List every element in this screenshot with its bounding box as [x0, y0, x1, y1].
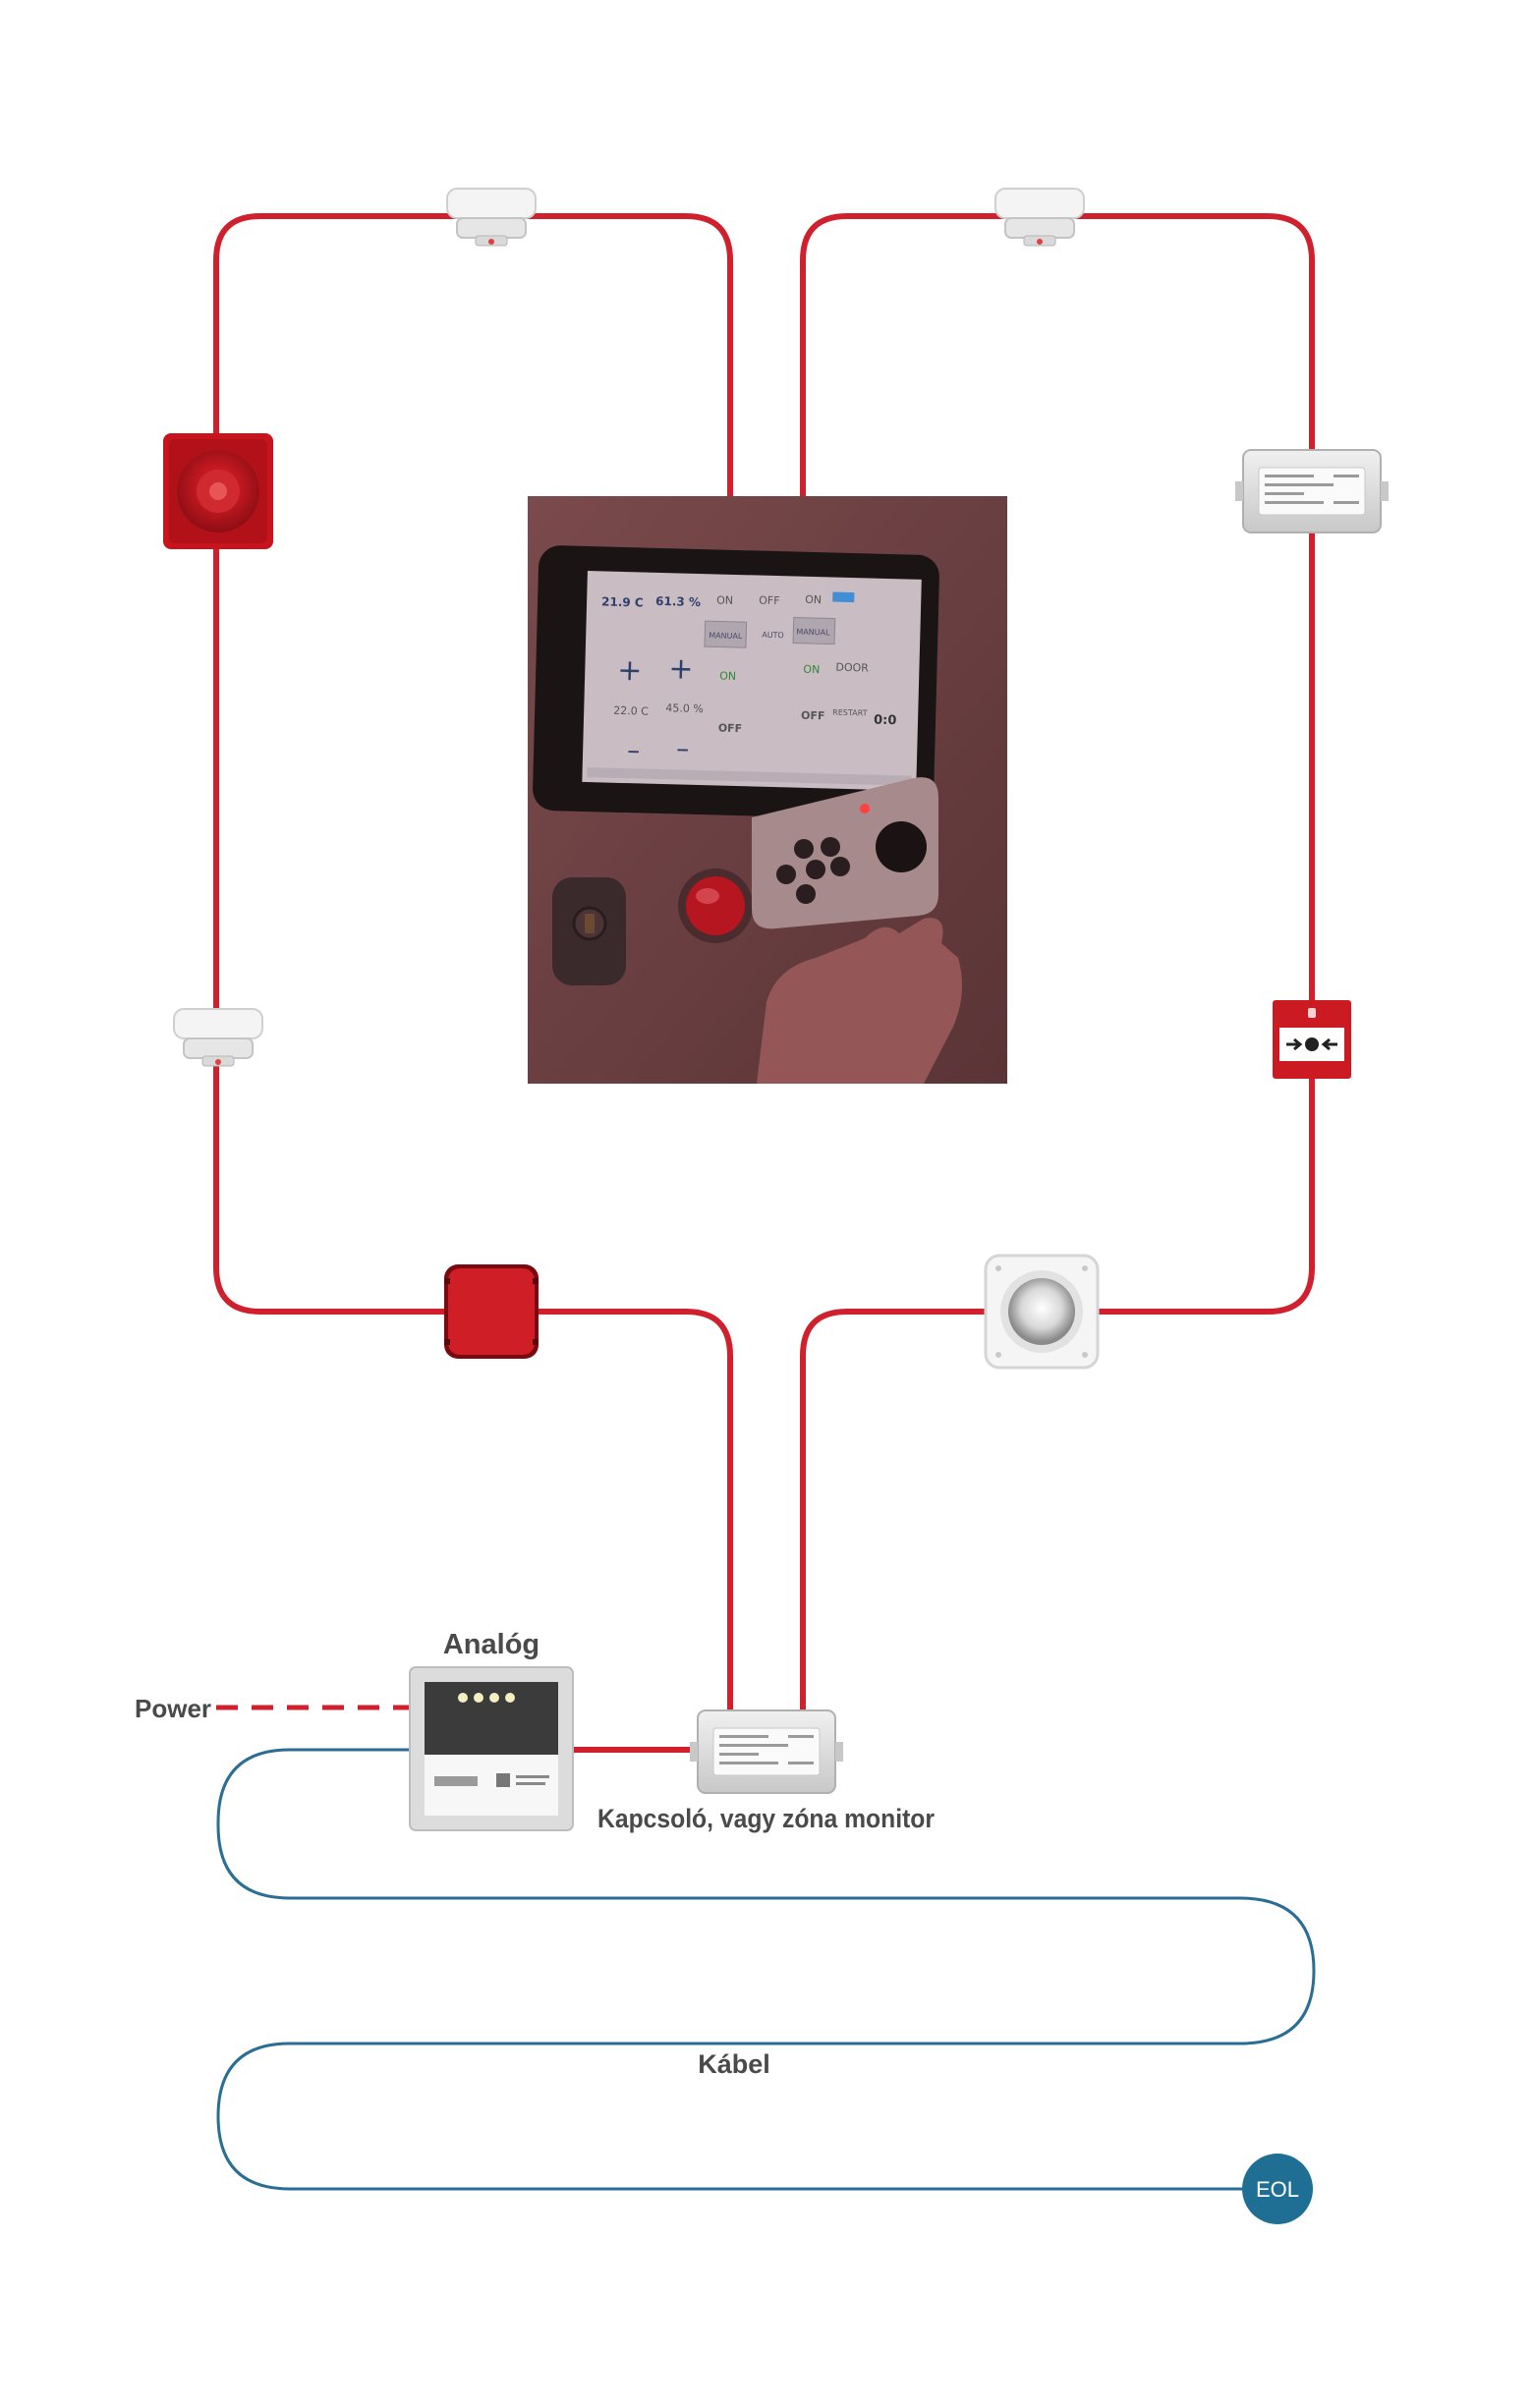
red-sounder-icon — [163, 433, 273, 549]
io-module-icon — [1235, 449, 1389, 533]
screen-off-2: OFF — [718, 722, 743, 736]
screen-manual-2: MANUAL — [796, 628, 830, 638]
manual-call-point-icon — [1273, 1000, 1351, 1079]
cable-label: Kábel — [698, 2049, 770, 2079]
screen-on-1: ON — [716, 593, 733, 606]
eol-label: EOL — [1256, 2177, 1299, 2202]
screen-auto: AUTO — [762, 631, 784, 641]
smoke-detector-icon — [446, 188, 537, 247]
eol-terminator: EOL — [1242, 2154, 1313, 2224]
control-panel-photo: 21.9 C 61.3 % ON OFF ON MANUAL AUTO MANU… — [528, 496, 1007, 1084]
touchscreen-display: 21.9 C 61.3 % ON OFF ON MANUAL AUTO MANU… — [582, 571, 922, 791]
red-sounder-box-icon — [444, 1264, 539, 1359]
wire-left-arch — [213, 213, 733, 1714]
blue-cable — [216, 1748, 1316, 2191]
screen-off-1: OFF — [759, 594, 780, 608]
smoke-detector-icon — [173, 1008, 263, 1067]
screen-on-4: ON — [803, 663, 820, 676]
wire-right-arch — [800, 213, 1315, 1714]
screen-humidity-2: 45.0 % — [665, 701, 704, 715]
zone-monitor-module-icon — [690, 1709, 843, 1794]
analog-label: Analóg — [443, 1629, 539, 1660]
screen-restart: RESTART — [832, 708, 868, 718]
screen-temp-1: 21.9 C — [601, 594, 644, 609]
key-switch-icon — [552, 877, 626, 985]
screen-humidity-1: 61.3 % — [655, 594, 701, 609]
screen-counter: 0:0 — [874, 713, 897, 729]
red-loop-wires — [213, 213, 1315, 1753]
white-sounder-beacon-icon — [984, 1254, 1100, 1370]
hand-image — [757, 918, 962, 1084]
screen-toggle — [832, 591, 855, 603]
smoke-detector-icon — [994, 188, 1085, 247]
switch-monitor-label: Kapcsoló, vagy zóna monitor — [597, 1804, 935, 1833]
screen-manual-1: MANUAL — [709, 631, 743, 641]
screen-temp-2: 22.0 C — [613, 704, 649, 718]
analog-control-panel-icon — [409, 1666, 574, 1831]
keypad-icon — [752, 777, 938, 929]
screen-on-3: ON — [719, 670, 736, 683]
emergency-stop-button-icon — [678, 868, 753, 943]
screen-plus-2: + — [668, 651, 694, 687]
screen-minus-2: – — [676, 734, 690, 763]
power-label: Power — [135, 1694, 211, 1723]
screen-door: DOOR — [835, 661, 869, 675]
screen-on-2: ON — [805, 593, 822, 606]
screen-off-3: OFF — [801, 709, 825, 723]
screen-minus-1: – — [627, 736, 641, 765]
screen-plus-1: + — [617, 653, 643, 689]
